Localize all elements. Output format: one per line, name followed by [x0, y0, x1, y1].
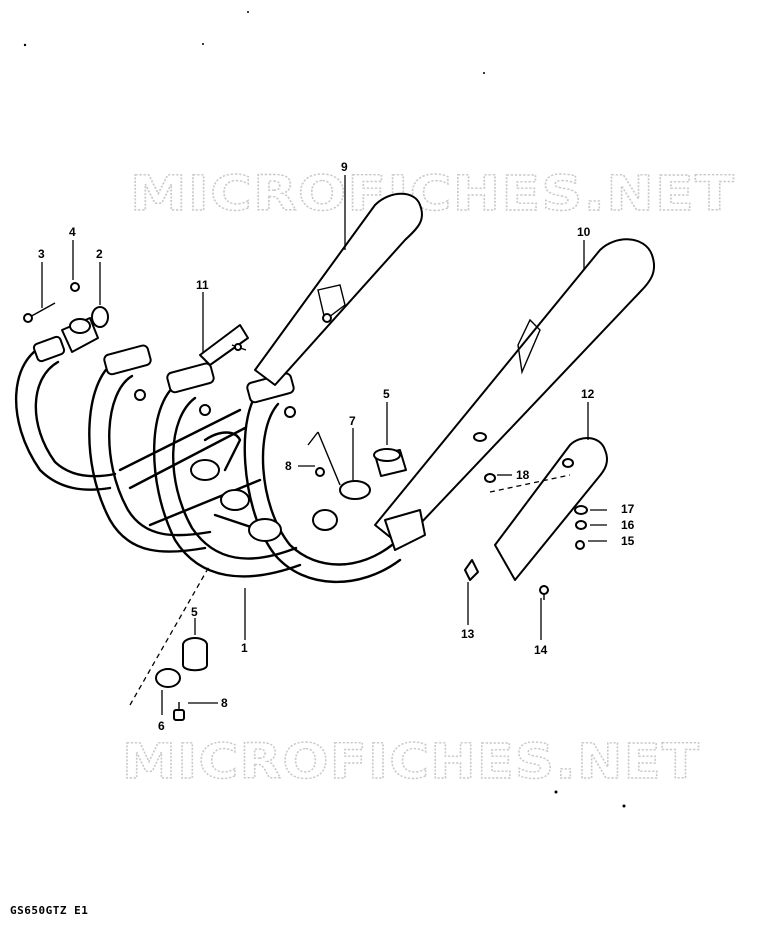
callout-3: 3 [38, 247, 45, 261]
heat-shield-12 [494, 437, 608, 581]
callout-leaders [41, 175, 607, 715]
callout-13: 13 [461, 627, 475, 641]
callout-18: 18 [516, 468, 530, 482]
callout-4: 4 [69, 225, 76, 239]
callout-5-upper: 5 [383, 387, 390, 401]
washer-16 [575, 520, 587, 530]
bolt-8-lower [173, 702, 185, 721]
assembly-line-18 [489, 474, 571, 493]
bolt-14 [539, 585, 549, 600]
bracket-11 [199, 324, 249, 366]
sleeve-5-lower [182, 637, 208, 672]
muffler-right-10 [374, 238, 656, 551]
sleeve-5-upper [373, 448, 407, 477]
bolt-18 [484, 473, 496, 483]
bolt-15 [575, 540, 585, 550]
callout-1: 1 [241, 641, 248, 655]
bolt-3 [23, 302, 56, 323]
callout-11: 11 [196, 278, 209, 292]
header-flanges [32, 335, 296, 418]
watermark-top: MICROFICHES.NET [130, 166, 735, 222]
nut-4 [70, 282, 80, 292]
callout-2: 2 [96, 247, 103, 261]
callout-14: 14 [534, 643, 548, 657]
callout-8-lower: 8 [221, 696, 228, 710]
washer-17 [574, 505, 588, 515]
bolt-8-upper [315, 467, 325, 477]
callout-7: 7 [349, 414, 356, 428]
callout-17: 17 [621, 502, 635, 516]
nut-13 [464, 559, 479, 581]
gasket-2 [91, 306, 109, 328]
callout-9: 9 [341, 160, 348, 174]
exhaust-header-pipes [14, 343, 402, 584]
model-code: GS650GTZ E1 [10, 904, 89, 917]
callout-16: 16 [621, 518, 635, 532]
callout-6: 6 [158, 719, 165, 733]
muffler-left-9 [254, 192, 424, 386]
clamp-6 [155, 668, 181, 688]
scan-specks [23, 11, 626, 808]
exhaust-connector [61, 317, 99, 353]
clamp-7 [339, 480, 371, 500]
callout-5-lower: 5 [191, 605, 198, 619]
callout-labels: 1 2 3 4 5 5 6 7 8 8 9 10 11 12 13 14 15 … [38, 160, 635, 733]
collector-pipes [118, 408, 338, 542]
watermark-bottom: MICROFICHES.NET [122, 734, 700, 790]
callout-15: 15 [621, 534, 635, 548]
callout-10: 10 [577, 225, 591, 239]
callout-8-upper: 8 [285, 459, 292, 473]
callout-12: 12 [581, 387, 595, 401]
